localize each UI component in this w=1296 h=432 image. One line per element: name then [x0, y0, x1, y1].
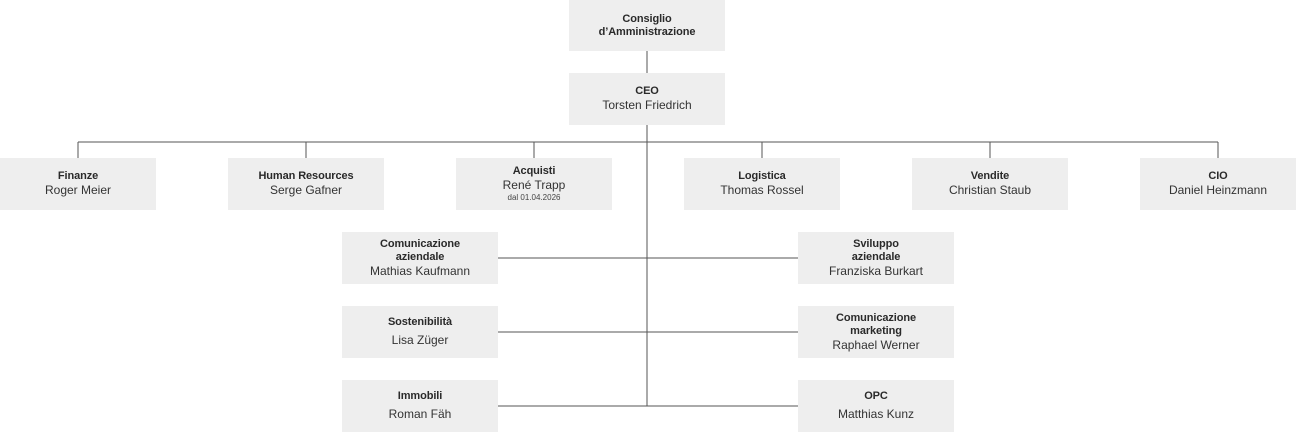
dept-box-logistica: Logistica Thomas Rossel [684, 158, 840, 210]
staff-box-immobili: Immobili Roman Fäh [342, 380, 498, 432]
dept-head-name: Serge Gafner [269, 183, 343, 197]
dept-head-name: Thomas Rossel [720, 183, 804, 197]
staff-head-name: Matthias Kunz [837, 407, 915, 421]
board-title: Consiglio d’Amministrazione [598, 12, 696, 38]
staff-head-name: Franziska Burkart [828, 263, 924, 278]
board-box: Consiglio d’Amministrazione [569, 0, 725, 51]
staff-box-opc: OPC Matthias Kunz [798, 380, 954, 432]
staff-head-name: Mathias Kaufmann [369, 263, 471, 278]
dept-box-finanze: Finanze Roger Meier [0, 158, 156, 210]
dept-box-acquisti: Acquisti René Trapp dal 01.04.2026 [456, 158, 612, 210]
staff-box-sostenibilita: Sostenibilità Lisa Züger [342, 306, 498, 358]
staff-role: Sviluppo aziendale [851, 237, 901, 263]
staff-role: OPC [864, 390, 888, 402]
dept-role: Human Resources [258, 170, 354, 182]
dept-role: Acquisti [512, 165, 556, 177]
dept-box-vendite: Vendite Christian Staub [912, 158, 1068, 210]
staff-head-name: Raphael Werner [832, 337, 920, 352]
dept-role: Finanze [57, 170, 99, 182]
dept-role: CIO [1208, 170, 1228, 182]
ceo-box: CEO Torsten Friedrich [569, 73, 725, 125]
dept-role: Logistica [738, 170, 786, 182]
dept-box-cio: CIO Daniel Heinzmann [1140, 158, 1296, 210]
dept-head-name: Roger Meier [44, 183, 112, 197]
staff-box-sviluppo-aziendale: Sviluppo aziendale Franziska Burkart [798, 232, 954, 284]
ceo-role: CEO [635, 85, 659, 97]
staff-role: Comunicazione marketing [836, 311, 916, 337]
dept-role: Vendite [970, 170, 1010, 182]
dept-head-name: Christian Staub [948, 183, 1032, 197]
staff-box-comunicazione-marketing: Comunicazione marketing Raphael Werner [798, 306, 954, 358]
staff-head-name: Lisa Züger [391, 333, 449, 347]
dept-start-date-note: dal 01.04.2026 [507, 193, 561, 202]
dept-box-human-resources: Human Resources Serge Gafner [228, 158, 384, 210]
staff-head-name: Roman Fäh [388, 407, 452, 421]
staff-role: Sostenibilità [387, 316, 453, 328]
ceo-name: Torsten Friedrich [602, 98, 692, 112]
staff-box-comunicazione-aziendale: Comunicazione aziendale Mathias Kaufmann [342, 232, 498, 284]
staff-role: Immobili [397, 390, 443, 402]
staff-role: Comunicazione aziendale [380, 237, 460, 263]
dept-head-name: René Trapp [502, 178, 566, 192]
dept-head-name: Daniel Heinzmann [1168, 183, 1268, 197]
